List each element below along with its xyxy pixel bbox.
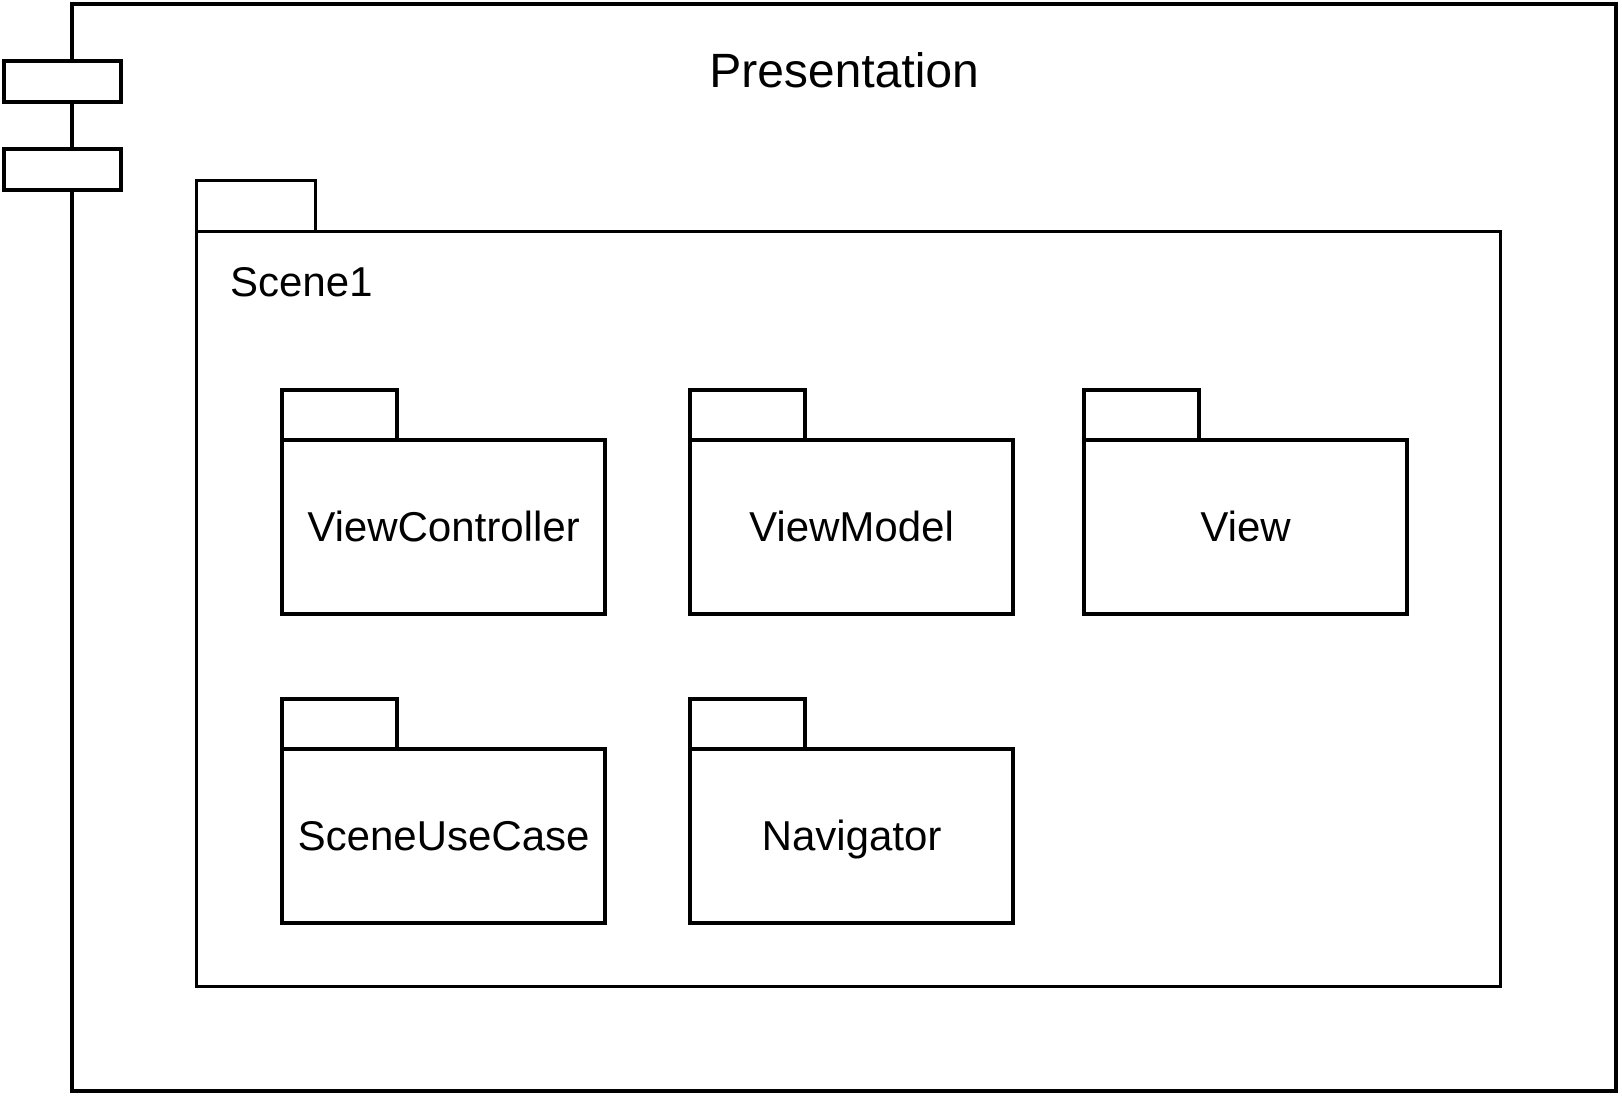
package-viewcontroller-body: ViewController: [280, 438, 607, 616]
package-navigator: Navigator: [688, 697, 1015, 925]
package-view-tab: [1082, 388, 1201, 438]
package-viewmodel-label: ViewModel: [749, 502, 954, 550]
package-navigator-tab: [688, 697, 807, 747]
package-sceneusecase: SceneUseCase: [280, 697, 607, 925]
package-viewmodel: ViewModel: [688, 388, 1015, 616]
component-icon-rect-top: [2, 59, 123, 104]
component-title: Presentation: [709, 45, 979, 98]
package-viewcontroller: ViewController: [280, 388, 607, 616]
package-viewmodel-body: ViewModel: [688, 438, 1015, 616]
package-navigator-label: Navigator: [761, 811, 942, 859]
component-icon-rect-bottom: [2, 147, 123, 192]
package-viewcontroller-label: ViewController: [307, 502, 580, 550]
package-sceneusecase-body: SceneUseCase: [280, 747, 607, 925]
package-viewcontroller-tab: [280, 388, 399, 438]
package-scene1-label: Scene1: [230, 258, 373, 305]
package-viewmodel-tab: [688, 388, 807, 438]
package-view: View: [1082, 388, 1409, 616]
package-view-body: View: [1082, 438, 1409, 616]
package-sceneusecase-label: SceneUseCase: [297, 811, 590, 859]
package-view-label: View: [1200, 502, 1291, 550]
package-navigator-body: Navigator: [688, 747, 1015, 925]
package-sceneusecase-tab: [280, 697, 399, 747]
package-scene1-tab: [195, 179, 317, 230]
